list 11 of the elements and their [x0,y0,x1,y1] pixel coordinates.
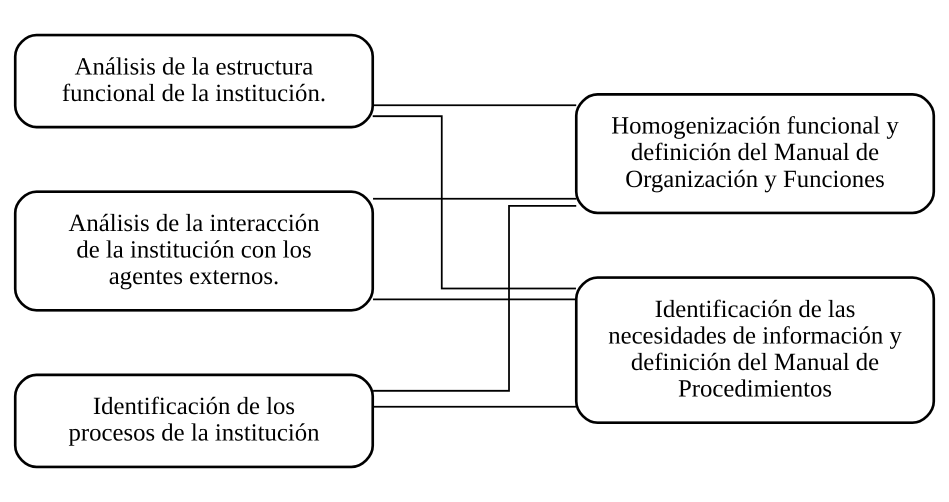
connector [373,406,576,408]
node-box: Análisis de la estructura funcional de la institución. [14,34,374,128]
connector [373,298,576,300]
node-box: Homogenización funcional y definición del Manual de Organización y Funciones [574,93,936,214]
connector [373,198,576,200]
node-box: Análisis de la interacción de la institución con los agentes externos. [14,190,374,312]
node-box: Identificación de las necesidades de información y definición del Manual de Procedimientos [574,276,936,424]
node-box: Identificación de los procesos de la institución [14,374,374,468]
connector [373,204,576,392]
connector [373,104,576,106]
connector [372,115,576,290]
